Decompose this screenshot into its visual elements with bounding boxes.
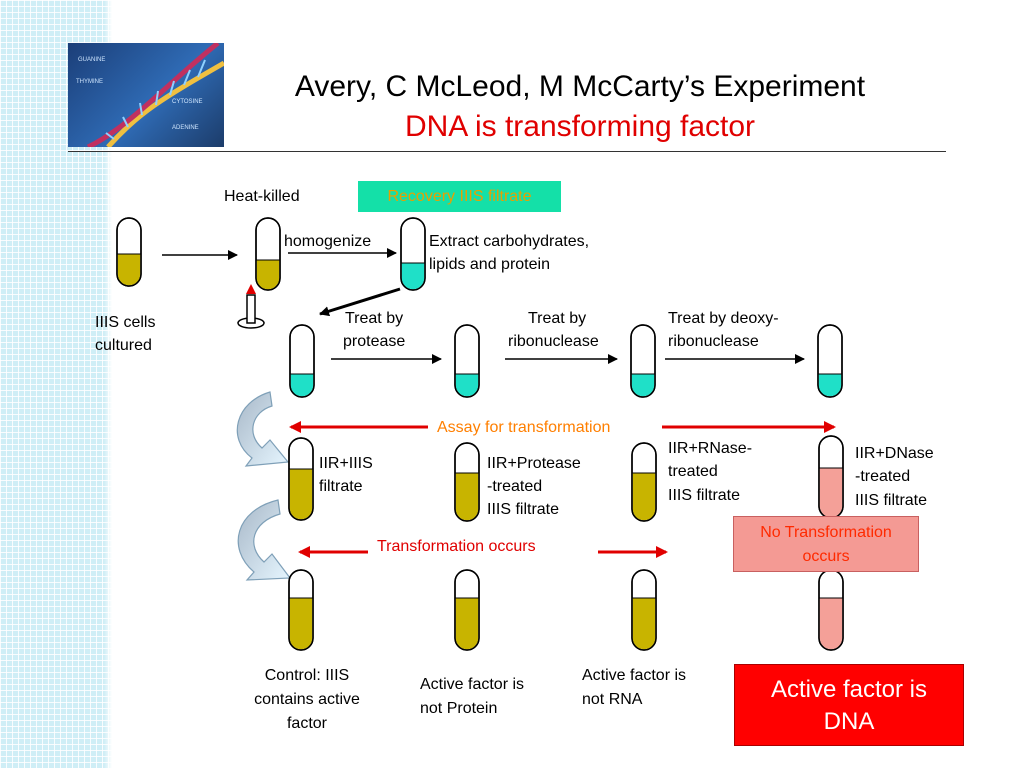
label-extract-line1: Extract carbohydrates,: [429, 233, 590, 250]
tube-row1-1: [289, 324, 315, 398]
tube-row1-4: [817, 324, 843, 398]
title-divider: [68, 151, 946, 152]
label-treat-protease-line1: Treat by: [345, 310, 404, 327]
label-iir-protease-line2: -treated: [487, 478, 543, 495]
dna-box-line2: DNA: [823, 708, 875, 735]
tube-row2-2: [454, 442, 480, 522]
label-iir-iiis-line2: filtrate: [319, 478, 363, 495]
label-not-rna-line2: not RNA: [582, 691, 643, 708]
label-not-rna-line1: Active factor is: [582, 667, 687, 684]
label-treat-protease-line2: protease: [343, 333, 406, 350]
label-control-line3: factor: [286, 715, 327, 732]
active-factor-dna-box: Active factor is DNA: [734, 664, 964, 746]
label-iir-iiis-line1: IIR+IIIS: [319, 455, 373, 472]
label-extract-line2: lipids and protein: [429, 256, 550, 273]
label-iir-rnase-line2: treated: [668, 463, 718, 480]
label-assay: Assay for transformation: [437, 419, 611, 436]
label-treat-deoxy-line1: Treat by deoxy-: [668, 310, 779, 327]
tube-iiis-culture: [116, 217, 142, 287]
label-heat-killed: Heat-killed: [224, 188, 300, 205]
label-homogenize: homogenize: [284, 233, 372, 250]
label-not-protein-line2: not Protein: [420, 700, 498, 717]
curved-arrow-1: [236, 391, 290, 467]
tube-row3-2: [454, 569, 480, 651]
logo-label-thymine: THYMINE: [76, 79, 103, 85]
no-transformation-line1: No Transformation: [760, 524, 892, 541]
label-control-line2: contains active: [254, 691, 360, 708]
no-transformation-box: No Transformation occurs: [733, 516, 919, 572]
logo-label-guanine: GUANINE: [78, 57, 105, 63]
tube-row2-1: [288, 437, 314, 521]
tube-row3-3: [631, 569, 657, 651]
label-transformation-occurs: Transformation occurs: [377, 538, 536, 555]
label-treat-ribo-line2: ribonuclease: [508, 333, 599, 350]
label-iir-protease-line1: IIR+Protease: [487, 455, 581, 472]
tube-row1-3: [630, 324, 656, 398]
logo-label-cytosine: CYTOSINE: [172, 99, 203, 105]
page-title: Avery, C McLeod, M McCarty’s Experiment: [294, 70, 866, 103]
tube-row1-2: [454, 324, 480, 398]
dna-helix-image: GUANINE THYMINE CYTOSINE ADENINE: [68, 43, 224, 147]
label-control-line1: Control: IIIS: [264, 667, 350, 684]
logo-label-adenine: ADENINE: [172, 125, 199, 131]
label-iiis-cells-line1: IIIS cells: [95, 314, 156, 331]
recovery-filtrate-box: Recovery IIIS filtrate: [358, 181, 561, 212]
label-not-protein-line1: Active factor is: [420, 676, 525, 693]
tube-heat-killed: [255, 217, 281, 291]
bunsen-burner-icon: [237, 284, 265, 329]
tube-row2-3: [631, 442, 657, 522]
no-transformation-line2: occurs: [802, 548, 850, 565]
label-iir-rnase-line3: IIIS filtrate: [668, 487, 741, 504]
label-iir-dnase-line3: IIIS filtrate: [855, 492, 928, 509]
dna-box-line1: Active factor is: [770, 676, 928, 703]
arrow-filtrate-to-row1: [319, 287, 401, 317]
label-treat-ribo-line1: Treat by: [528, 310, 587, 327]
tube-row3-4: [818, 569, 844, 651]
label-iir-rnase-line1: IIR+RNase-: [668, 440, 753, 457]
curved-arrow-2: [237, 499, 292, 581]
label-treat-deoxy-line2: ribonuclease: [668, 333, 759, 350]
page-subtitle: DNA is transforming factor: [404, 110, 756, 143]
label-iir-dnase-line1: IIR+DNase: [855, 445, 934, 462]
label-iir-dnase-line2: -treated: [855, 468, 911, 485]
label-iiis-cells-line2: cultured: [95, 337, 152, 354]
tube-row2-4: [818, 435, 844, 519]
tube-extract-filtrate: [400, 217, 426, 291]
tube-row3-1: [288, 569, 314, 651]
label-iir-protease-line3: IIIS filtrate: [487, 501, 560, 518]
